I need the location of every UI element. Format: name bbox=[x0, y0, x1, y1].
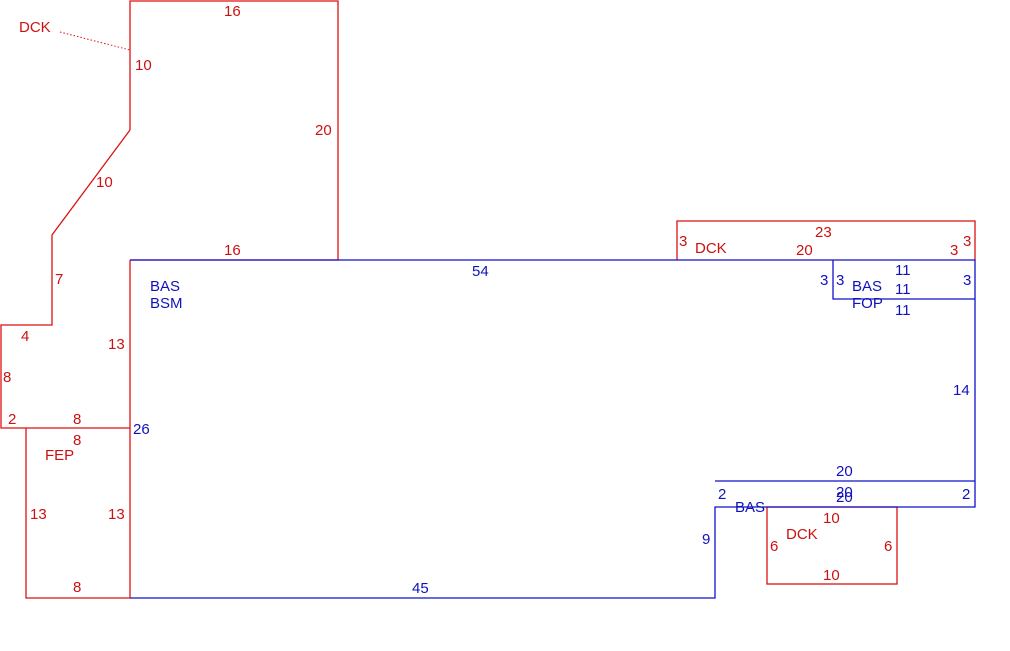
dim-upper-bottom: 16 bbox=[224, 242, 241, 259]
upper-deck-outline bbox=[129, 0, 339, 261]
fep-outline bbox=[25, 428, 130, 599]
dim-upper-right: 20 bbox=[315, 122, 332, 139]
dim-lower-step: 9 bbox=[702, 531, 710, 548]
left-deck-outline bbox=[0, 129, 131, 429]
dim-main-right: 14 bbox=[953, 382, 970, 399]
dim-fop-right: 3 bbox=[963, 272, 971, 289]
main-basement-outline bbox=[130, 259, 976, 599]
bas-lower-label: BAS bbox=[735, 499, 765, 516]
dck-leader-line bbox=[59, 31, 131, 51]
dim-lower-mid-a: 20 bbox=[836, 484, 853, 501]
dim-fop-left-b: 3 bbox=[836, 272, 844, 289]
dim-deck-top-right-a: 3 bbox=[950, 242, 958, 259]
fop-outline bbox=[832, 260, 975, 300]
dim-fep-left: 13 bbox=[30, 506, 47, 523]
dim-fep-bottom: 8 bbox=[73, 579, 81, 596]
bas-main-label: BAS bbox=[150, 278, 180, 295]
dim-deck-bot-right: 6 bbox=[884, 538, 892, 555]
dim-left-13: 13 bbox=[108, 336, 125, 353]
dck-top-label: DCK bbox=[695, 240, 727, 257]
dim-deck-top-top: 23 bbox=[815, 224, 832, 241]
dim-fop-top: 11 bbox=[895, 262, 911, 279]
dim-upper-top: 16 bbox=[224, 3, 241, 20]
fep-label: FEP bbox=[45, 447, 74, 464]
bas-fop-label: BAS bbox=[852, 278, 882, 295]
dim-deck-top-left: 3 bbox=[679, 233, 687, 250]
dck-bottom-label: DCK bbox=[786, 526, 818, 543]
dim-fop-mid: 11 bbox=[895, 281, 911, 298]
bsm-main-label: BSM bbox=[150, 295, 183, 312]
fop-label: FOP bbox=[852, 295, 883, 312]
dim-left-2: 2 bbox=[8, 411, 16, 428]
dim-main-top: 54 bbox=[472, 263, 489, 280]
dim-fep-right: 13 bbox=[108, 506, 125, 523]
dck-left-label: DCK bbox=[19, 19, 51, 36]
dim-lower-top: 20 bbox=[836, 463, 853, 480]
dim-deck-top-right-b: 3 bbox=[963, 233, 971, 250]
dim-fop-bottom: 11 bbox=[895, 302, 911, 319]
dim-left-7: 7 bbox=[55, 271, 63, 288]
top-right-deck-outline bbox=[676, 220, 976, 260]
dim-main-left: 26 bbox=[133, 421, 150, 438]
dim-fep-top: 8 bbox=[73, 432, 81, 449]
dim-upper-diag: 10 bbox=[96, 174, 113, 191]
dim-upper-left: 10 bbox=[135, 57, 152, 74]
dim-deck-bot-bottom: 10 bbox=[823, 567, 840, 584]
dim-lower-right: 2 bbox=[962, 486, 970, 503]
dim-deck-top-bottom: 20 bbox=[796, 242, 813, 259]
dim-left-4: 4 bbox=[21, 328, 29, 345]
dim-deck-bot-left: 6 bbox=[770, 538, 778, 555]
dim-left-8: 8 bbox=[3, 369, 11, 386]
dim-deck-bot-top: 10 bbox=[823, 510, 840, 527]
dim-left-8b: 8 bbox=[73, 411, 81, 428]
dim-lower-left: 2 bbox=[718, 486, 726, 503]
dim-main-bottom: 45 bbox=[412, 580, 429, 597]
dim-fop-left-a: 3 bbox=[820, 272, 828, 289]
dim-lower-mid-b: 20 bbox=[836, 489, 853, 506]
